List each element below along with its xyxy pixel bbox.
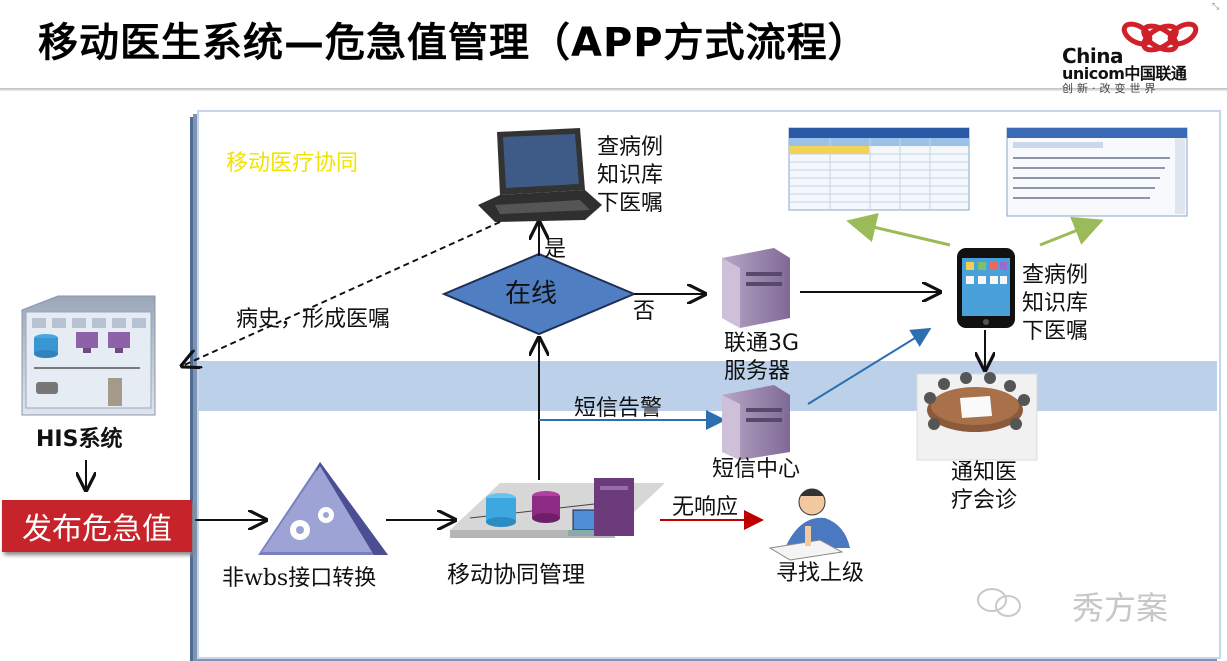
- consult-caption: 通知医 疗会诊: [951, 459, 1017, 515]
- no-response-label: 无响应: [672, 495, 739, 520]
- yes-label: 是: [544, 237, 567, 262]
- 3g-server-caption: 联通3G 服务器: [724, 330, 799, 386]
- phone-caption-line: 查病例: [1022, 263, 1089, 288]
- sms-alert-label: 短信告警: [574, 396, 663, 421]
- sms-to-phone-arrow: [807, 327, 932, 405]
- publish-critical-value-box: 发布危急值: [2, 500, 192, 552]
- consult-caption-line: 通知医: [951, 460, 1018, 485]
- laptop-icon: [478, 128, 602, 222]
- title-divider: [0, 88, 1227, 91]
- escalate-label: 寻找上级: [776, 561, 865, 586]
- network-band: [199, 361, 1217, 411]
- 3g-server-icon: [722, 248, 790, 328]
- laptop-caption-line: 知识库: [597, 163, 664, 188]
- laptop-caption: 查病例 知识库 下医嘱: [597, 134, 663, 218]
- no-label: 否: [633, 299, 656, 324]
- escalate-person-icon: [768, 488, 850, 561]
- collab-management-label: 移动协同管理: [447, 562, 585, 588]
- unicom-knot-icon: [1121, 21, 1199, 53]
- wechat-watermark-icon: [977, 588, 1021, 617]
- brand-slogan: 创新·改变世界: [1062, 82, 1160, 95]
- laptop-caption-line: 查病例: [597, 135, 664, 160]
- interface-conversion-label: 非wbs接口转换: [222, 566, 377, 591]
- brand-name-english: China: [1062, 44, 1124, 68]
- interface-conversion-icon: [258, 462, 388, 555]
- phone-caption-line: 下医嘱: [1022, 319, 1089, 344]
- history-label: 病史，形成医嘱: [236, 307, 391, 332]
- his-label: HIS系统: [36, 427, 123, 452]
- phone-caption: 查病例 知识库 下医嘱: [1022, 262, 1088, 346]
- app-list-screenshot: [788, 127, 970, 211]
- phone-to-left-screenshot-arrow: [846, 212, 951, 247]
- smartphone-icon: [957, 248, 1015, 328]
- online-label: 在线: [505, 279, 558, 309]
- his-building-icon: [21, 295, 156, 416]
- 3g-server-caption-line: 服务器: [724, 359, 791, 384]
- brand-name: unicom中国联通: [1062, 64, 1187, 83]
- 3g-server-caption-line: 联通3G: [724, 331, 800, 356]
- history-dashed-arrow: [182, 221, 501, 366]
- consult-caption-line: 疗会诊: [951, 488, 1018, 513]
- consultation-meeting-icon: [916, 372, 1038, 461]
- corner-resize-icon: ⤡: [1212, 2, 1219, 12]
- collab-platform-icon: [450, 478, 665, 538]
- region-label: 移动医疗协同: [226, 151, 359, 176]
- sms-center-server-icon: [722, 385, 790, 460]
- phone-to-right-screenshot-arrow: [1039, 216, 1104, 247]
- laptop-caption-line: 下医嘱: [597, 191, 664, 216]
- phone-caption-line: 知识库: [1022, 291, 1089, 316]
- sms-center-label: 短信中心: [712, 457, 801, 482]
- china-unicom-logo: [1121, 21, 1199, 53]
- app-detail-screenshot: [1006, 127, 1188, 217]
- watermark: 秀方案: [1072, 589, 1169, 627]
- page-title: 移动医生系统—危急值管理（APP方式流程）: [38, 20, 869, 66]
